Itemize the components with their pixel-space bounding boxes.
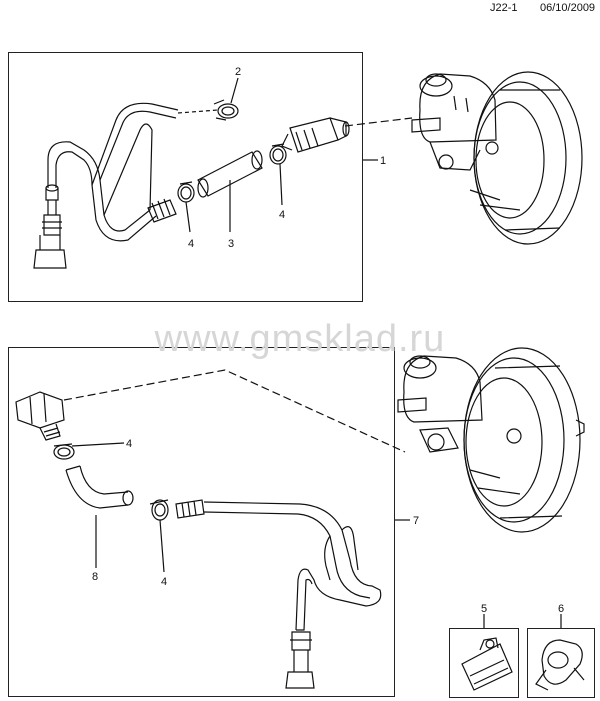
page-code: J22-1: [490, 2, 518, 14]
leader-4a: [185, 201, 191, 233]
leader-4c: [71, 442, 125, 447]
callout-4-top-left: 4: [188, 238, 194, 250]
clamp-2: [177, 99, 239, 121]
callout-5: 5: [481, 603, 487, 615]
watermark-text: www.gmsklad.ru: [154, 318, 446, 360]
inset-panel-6: [527, 628, 595, 698]
check-valve-top: [281, 117, 350, 153]
clamp-4-top-right: [269, 143, 287, 165]
hose-connector-top: [147, 198, 177, 223]
hose-dash-line-top: [344, 117, 413, 127]
vacuum-hose-bottom: [203, 501, 382, 689]
vacuum-hose-top: [33, 102, 179, 269]
callout-8: 8: [92, 571, 98, 583]
brake-booster-top: [411, 71, 583, 245]
leader-4b: [279, 163, 283, 206]
callout-2: 2: [235, 66, 241, 78]
check-valve-bottom: [15, 391, 65, 441]
clamp-4-bottom-upper: [53, 443, 75, 460]
hose-connector-bottom: [175, 499, 205, 519]
callout-6: 6: [558, 603, 564, 615]
clamp-4-bottom-lower: [149, 499, 169, 521]
clip-part-6: [535, 639, 585, 691]
callout-3: 3: [228, 238, 234, 250]
page-date: 06/10/2009: [540, 2, 596, 14]
callout-4-bottom-upper: 4: [126, 438, 132, 450]
hose-dash-line-bottom: [63, 369, 406, 453]
inset-panel-5: [449, 628, 519, 698]
callout-1: 1: [380, 155, 386, 167]
connector-part-5: [461, 637, 513, 691]
clamp-4-top-left: [177, 181, 195, 203]
brake-booster-bottom: [397, 347, 585, 533]
bottom-panel: [8, 347, 395, 697]
top-panel: [8, 52, 363, 302]
leader-4d: [159, 519, 165, 573]
leader-2: [230, 77, 239, 104]
elbow-hose-8: [65, 465, 134, 509]
callout-4-bottom-lower: 4: [161, 576, 167, 588]
rigid-tube-3: [197, 150, 263, 198]
callout-4-top-right: 4: [279, 209, 285, 221]
callout-7: 7: [413, 515, 419, 527]
